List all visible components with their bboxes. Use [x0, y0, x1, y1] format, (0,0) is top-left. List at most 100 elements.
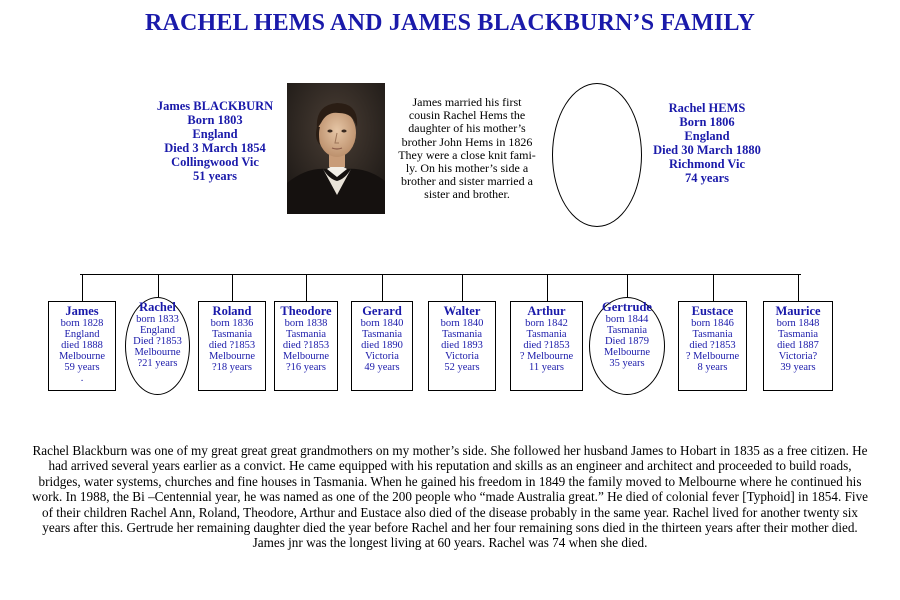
child-detail-line: 39 years — [764, 362, 832, 373]
mother-portrait-placeholder — [552, 83, 642, 227]
portrait-drawing — [287, 83, 385, 214]
child-name: Arthur — [511, 305, 582, 318]
child-detail-line: . — [49, 373, 115, 384]
child-detail-line: Tasmania — [429, 329, 495, 340]
child-name: Gerard — [352, 305, 412, 318]
child-detail-line: 52 years — [429, 362, 495, 373]
child-connector — [306, 274, 307, 301]
child-detail-line: Tasmania — [679, 329, 746, 340]
child-detail-line: 49 years — [352, 362, 412, 373]
mother-line: 74 years — [632, 171, 782, 185]
child-detail-line: died 1890 — [352, 340, 412, 351]
child-detail-line: Melbourne — [49, 351, 115, 362]
child-name: Theodore — [275, 305, 337, 318]
child-detail-line: died 1888 — [49, 340, 115, 351]
mother-line: Richmond Vic — [632, 157, 782, 171]
child-detail-line: died ?1853 — [679, 340, 746, 351]
child-name: Eustace — [679, 305, 746, 318]
child-detail-line: born 1848 — [764, 318, 832, 329]
mother-line: Born 1806 — [632, 115, 782, 129]
child-detail-line: Melbourne — [199, 351, 265, 362]
child-detail-line: 59 years — [49, 362, 115, 373]
child-detail-line: Tasmania — [199, 329, 265, 340]
child-detail-line: died 1893 — [429, 340, 495, 351]
child-card: Gertrudeborn 1844TasmaniaDied 1879Melbou… — [589, 297, 665, 395]
child-detail-line: 35 years — [590, 358, 664, 369]
child-detail-line: born 1840 — [352, 318, 412, 329]
mother-info: Rachel HEMS Born 1806 England Died 30 Ma… — [632, 101, 782, 185]
marriage-note-line: sister and brother. — [392, 188, 542, 201]
child-name: Rachel — [126, 301, 189, 314]
child-detail-line: Victoria — [429, 351, 495, 362]
child-connector — [158, 274, 159, 297]
child-connector — [798, 274, 799, 301]
mother-line: Died 30 March 1880 — [632, 143, 782, 157]
child-detail-line: ? Melbourne — [679, 351, 746, 362]
mother-line: England — [632, 129, 782, 143]
child-detail-line: Tasmania — [590, 325, 664, 336]
child-detail-line: born 1833 — [126, 314, 189, 325]
child-detail-line: ?21 years — [126, 358, 189, 369]
child-detail-line: Melbourne — [275, 351, 337, 362]
child-detail-line: born 1836 — [199, 318, 265, 329]
child-detail-line: 11 years — [511, 362, 582, 373]
child-detail-line: Tasmania — [511, 329, 582, 340]
child-detail-line: Victoria? — [764, 351, 832, 362]
child-name: Roland — [199, 305, 265, 318]
father-line: Born 1803 — [140, 113, 290, 127]
child-detail-line: died ?1853 — [275, 340, 337, 351]
child-connector — [382, 274, 383, 301]
child-connector — [232, 274, 233, 301]
child-name: Gertrude — [590, 301, 664, 314]
child-connector — [82, 274, 83, 301]
child-detail-line: Melbourne — [126, 347, 189, 358]
father-line: Collingwood Vic — [140, 155, 290, 169]
father-line: Died 3 March 1854 — [140, 141, 290, 155]
father-line: 51 years — [140, 169, 290, 183]
child-name: Walter — [429, 305, 495, 318]
james-portrait-image — [287, 83, 385, 214]
child-detail-line: born 1846 — [679, 318, 746, 329]
marriage-note-line: brother John Hems in 1826 — [392, 136, 542, 149]
page-title: RACHEL HEMS AND JAMES BLACKBURN’S FAMILY — [0, 10, 900, 37]
child-connector — [547, 274, 548, 301]
child-detail-line: born 1842 — [511, 318, 582, 329]
child-detail-line: died ?1853 — [511, 340, 582, 351]
child-detail-line: ?18 years — [199, 362, 265, 373]
marriage-note: James married his first cousin Rachel He… — [392, 96, 542, 202]
mother-line: Rachel HEMS — [632, 101, 782, 115]
biography-text: Rachel Blackburn was one of my great gre… — [30, 443, 870, 551]
child-detail-line: Died ?1853 — [126, 336, 189, 347]
father-line: England — [140, 127, 290, 141]
father-line: James BLACKBURN — [140, 99, 290, 113]
child-connector — [627, 274, 628, 297]
child-detail-line: died 1887 — [764, 340, 832, 351]
child-detail-line: born 1844 — [590, 314, 664, 325]
child-detail-line: Victoria — [352, 351, 412, 362]
child-detail-line: Tasmania — [275, 329, 337, 340]
child-name: James — [49, 305, 115, 318]
child-detail-line: Tasmania — [352, 329, 412, 340]
child-detail-line: born 1838 — [275, 318, 337, 329]
child-detail-line: died ?1853 — [199, 340, 265, 351]
marriage-note-line: daughter of his mother’s — [392, 122, 542, 135]
child-name: Maurice — [764, 305, 832, 318]
family-horizontal-connector — [80, 274, 801, 275]
child-detail-line: England — [126, 325, 189, 336]
child-detail-line: ?16 years — [275, 362, 337, 373]
father-info: James BLACKBURN Born 1803 England Died 3… — [140, 99, 290, 183]
child-detail-line: 8 years — [679, 362, 746, 373]
child-connector — [462, 274, 463, 301]
child-detail-line: ? Melbourne — [511, 351, 582, 362]
child-detail-line: born 1840 — [429, 318, 495, 329]
child-detail-line: born 1828 — [49, 318, 115, 329]
